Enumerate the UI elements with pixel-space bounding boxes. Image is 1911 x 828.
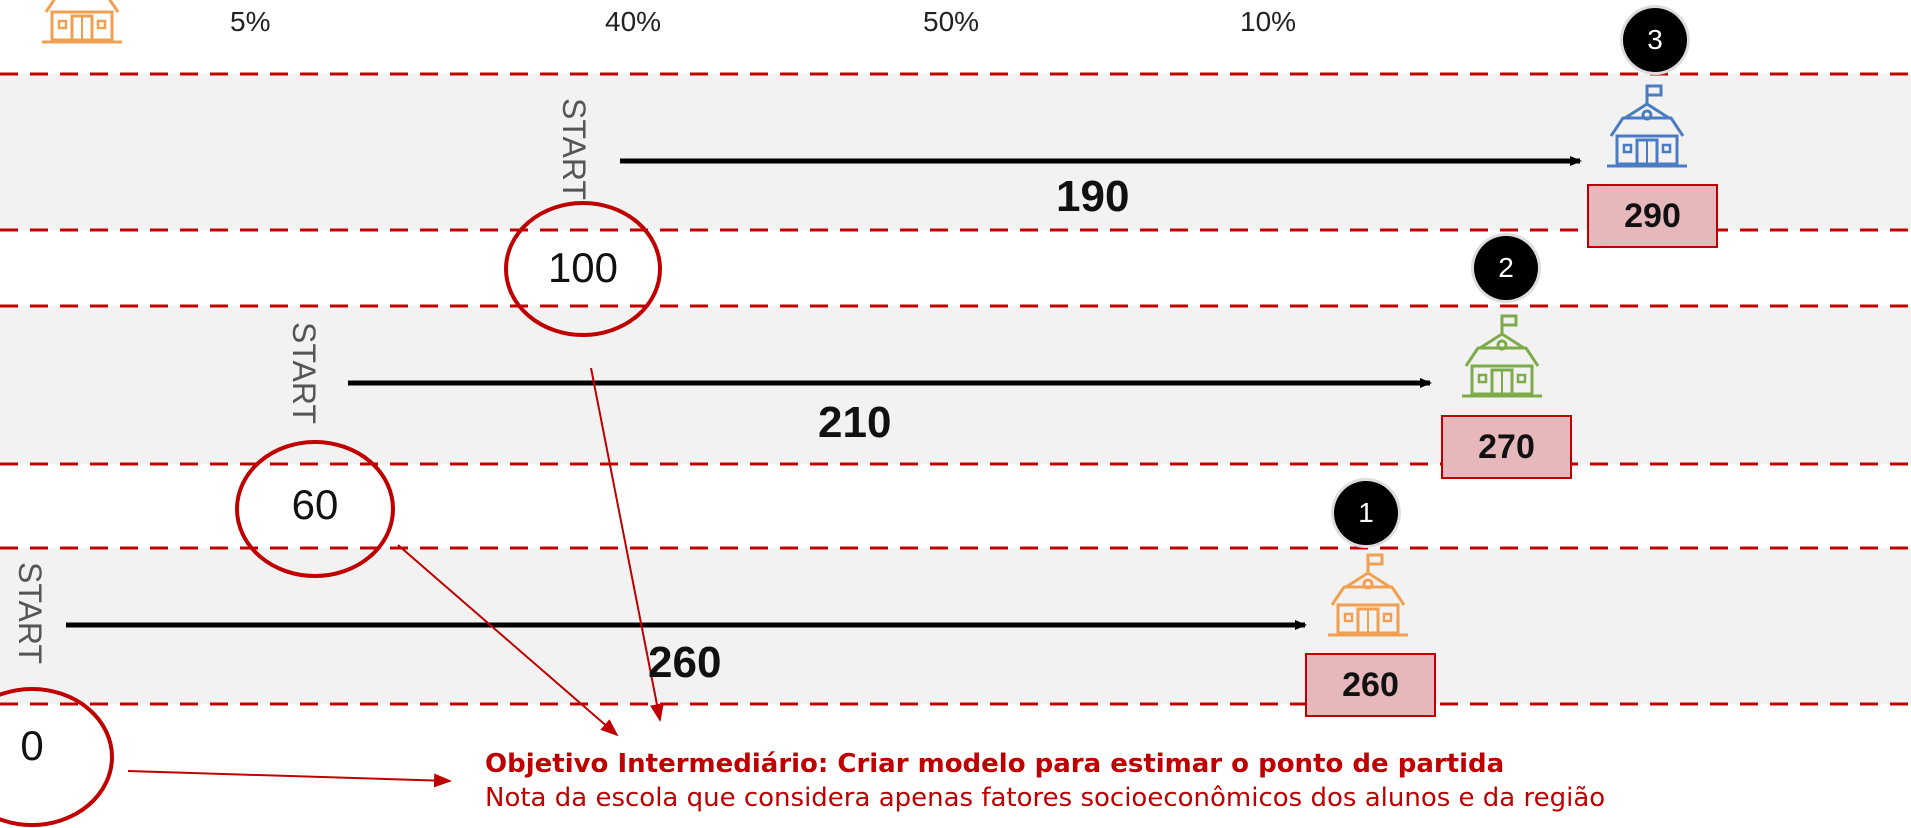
start-label: START (556, 98, 592, 200)
school-icon (1328, 553, 1408, 637)
final-score-box: 270 (1441, 415, 1572, 479)
start-circle-1 (0, 687, 114, 827)
pointer-arrow-1 (127, 770, 452, 788)
gain-value: 190 (1056, 172, 1130, 221)
rank-badge: 2 (1474, 236, 1538, 300)
start-value: 0 (20, 722, 44, 769)
start-value: 60 (291, 481, 339, 528)
school-icon (1462, 314, 1542, 398)
percentage-label: 50% (923, 6, 980, 37)
final-score-box: 260 (1305, 653, 1436, 717)
school-icon (42, 0, 122, 44)
start-label: START (12, 562, 48, 664)
final-score-box: 290 (1587, 184, 1718, 248)
percentage-label: 5% (230, 6, 271, 37)
gain-value: 260 (648, 638, 722, 687)
pointer-arrow-3 (590, 367, 664, 722)
percentage-label: 40% (605, 6, 662, 37)
percentage-label: 10% (1240, 6, 1297, 37)
start-value: 100 (547, 244, 619, 291)
rank-badge: 1 (1334, 481, 1398, 545)
start-label: START (286, 322, 322, 424)
note-title: Objetivo Intermediário: Criar modelo par… (485, 749, 1505, 779)
objective-note: Objetivo Intermediário: Criar modelo par… (485, 748, 1605, 816)
rank-badge: 3 (1623, 8, 1687, 72)
start-circle-3 (504, 201, 662, 337)
start-circle-2 (235, 440, 395, 578)
pointer-arrow-2 (397, 544, 619, 737)
note-body: Nota da escola que considera apenas fato… (485, 782, 1606, 813)
gain-value: 210 (818, 398, 892, 447)
school-icon (1607, 84, 1687, 168)
